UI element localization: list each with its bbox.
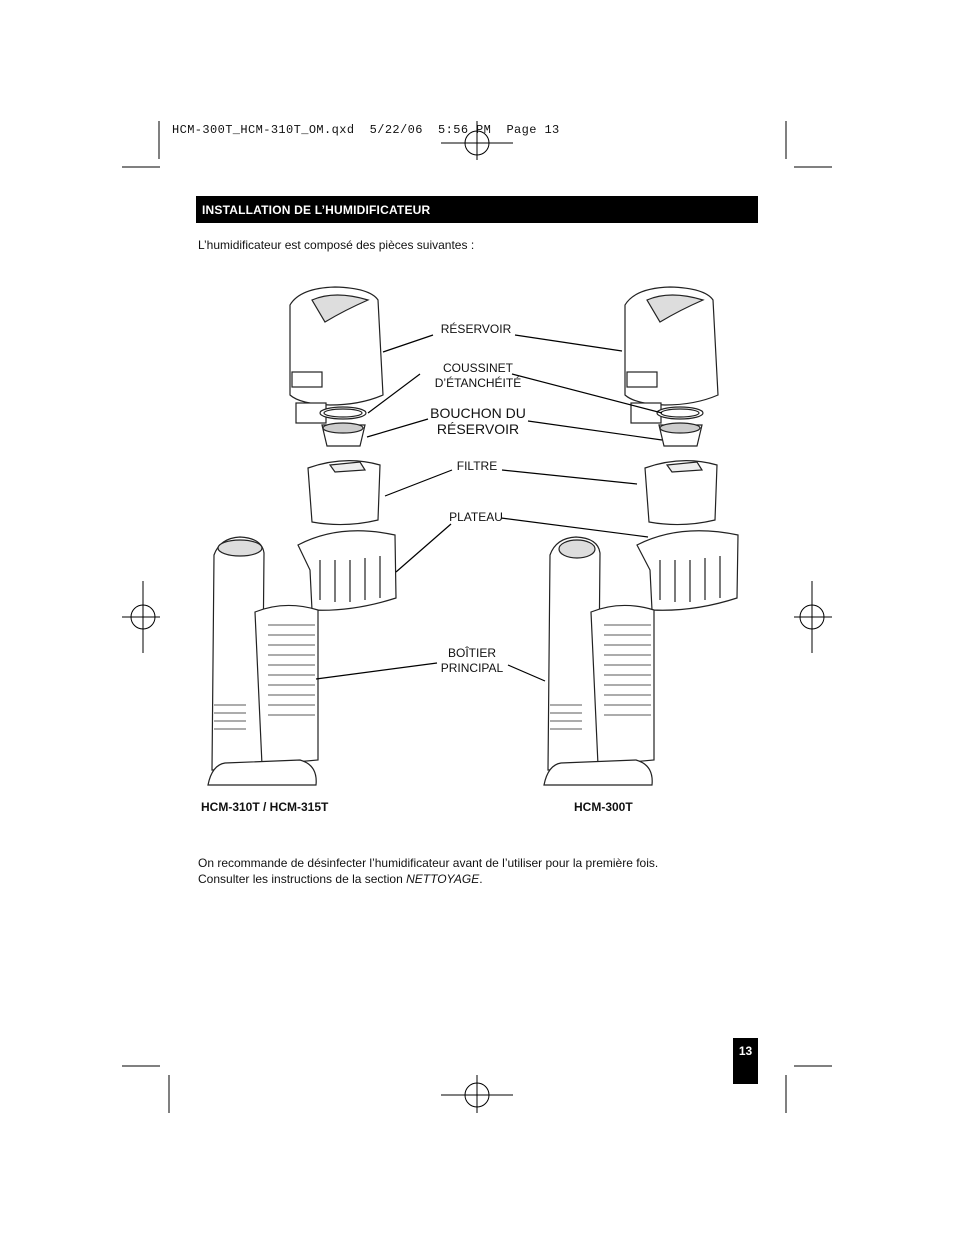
model-label-left: HCM-310T / HCM-315T [201,800,329,814]
registration-marks [122,121,832,1113]
left-unit-illustration [207,286,397,786]
file-slug: HCM-300T_HCM-310T_OM.qxd 5/22/06 5:56 PM… [172,123,560,137]
page-number-tab: 13 [733,1038,758,1084]
label-main-housing-line1: BOÎTIER [447,646,496,660]
page-number: 13 [738,1044,753,1058]
model-label-right: HCM-300T [574,800,633,814]
label-cap: BOUCHON DU RÉSERVOIR [426,405,530,437]
leader-lines [315,334,663,682]
label-cap-line1: BOUCHON DU [430,405,526,421]
label-gasket-line2: D’ÉTANCHÉITÉ [434,376,522,390]
disinfect-note: On recommande de désinfecter l’humidific… [198,855,658,887]
section-header: INSTALLATION DE L’HUMIDIFICATEUR [196,196,758,223]
label-main-housing-line2: PRINCIPAL [440,661,504,675]
label-gasket: COUSSINET D’ÉTANCHÉITÉ [430,361,526,391]
label-cap-line2: RÉSERVOIR [436,421,520,437]
label-gasket-line1: COUSSINET [442,361,513,375]
label-filter: FILTRE [456,459,498,473]
note-line2-prefix: Consulter les instructions de la section [198,872,407,886]
note-line2-suffix: . [479,872,483,886]
label-tray: PLATEAU [449,510,503,524]
note-line1: On recommande de désinfecter l’humidific… [198,856,659,870]
label-reservoir: RÉSERVOIR [440,322,512,336]
note-section-ref: NETTOYAGE [406,872,480,886]
crop-marks [122,121,832,1113]
intro-text: L’humidificateur est composé des pièces … [198,238,475,252]
note-line2: Consulter les instructions de la section… [198,871,658,887]
right-unit-illustration [543,286,739,786]
section-title: INSTALLATION DE L’HUMIDIFICATEUR [202,203,431,217]
label-main-housing: BOÎTIER PRINCIPAL [436,646,508,676]
